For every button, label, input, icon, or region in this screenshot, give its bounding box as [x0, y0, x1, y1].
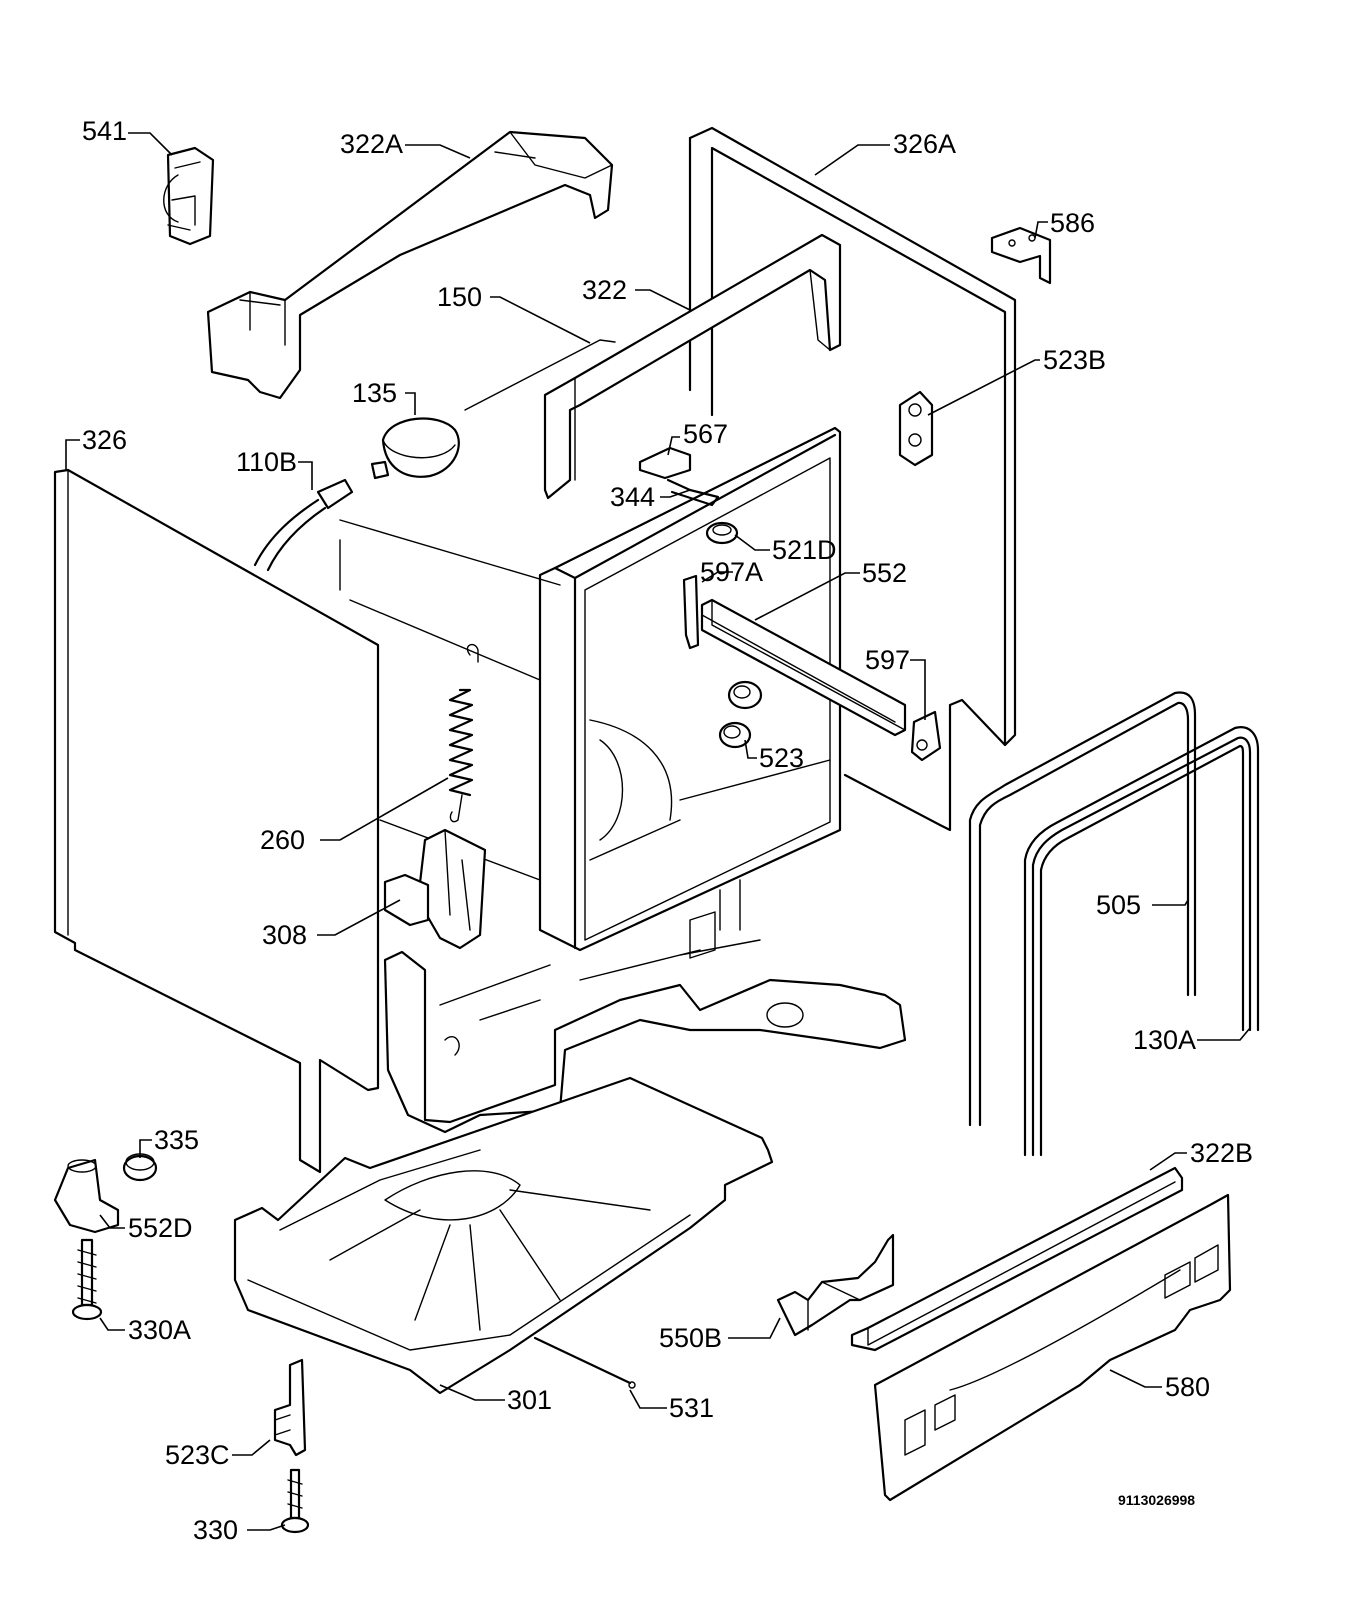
part-531-rod	[533, 1336, 636, 1389]
part-322b-rail	[850, 1166, 1184, 1352]
label-326: 326	[82, 425, 127, 455]
part-586-bracket	[990, 226, 1052, 285]
part-322a-top-rail	[206, 130, 614, 400]
label-322: 322	[582, 275, 627, 305]
part-135-float	[370, 417, 460, 480]
label-110b: 110B	[236, 447, 297, 477]
label-505: 505	[1096, 890, 1141, 920]
label-322a: 322A	[340, 129, 403, 159]
part-326-side-panel	[53, 468, 380, 1174]
part-308-hinge	[383, 828, 487, 950]
drawing-code: 9113026998	[1118, 1492, 1195, 1508]
label-550b: 550B	[659, 1323, 722, 1353]
label-301: 301	[507, 1385, 552, 1415]
label-135: 135	[352, 378, 397, 408]
label-130a: 130A	[1133, 1025, 1196, 1055]
label-330a: 330A	[128, 1315, 191, 1345]
part-597-cap	[910, 710, 942, 762]
label-344: 344	[610, 482, 655, 512]
part-301-base-tray	[233, 1076, 774, 1395]
part-330a-screw	[71, 1238, 103, 1321]
part-110b-hose	[253, 478, 354, 572]
part-550b-bracket	[776, 1233, 895, 1337]
part-541-clip	[163, 146, 215, 246]
label-521d: 521D	[772, 535, 837, 565]
part-322-frame	[543, 233, 842, 500]
part-597a-clip	[682, 574, 700, 650]
part-552-rail	[700, 598, 907, 737]
label-150: 150	[437, 282, 482, 312]
label-567: 567	[683, 419, 728, 449]
label-586: 586	[1050, 208, 1095, 238]
part-330-screw	[280, 1468, 310, 1534]
label-523: 523	[759, 743, 804, 773]
label-308: 308	[262, 920, 307, 950]
part-523b-grommet	[898, 390, 934, 467]
label-597a: 597A	[700, 557, 763, 587]
label-523b: 523B	[1043, 345, 1106, 375]
part-335-gear	[122, 1153, 158, 1182]
label-523c: 523C	[165, 1440, 230, 1470]
label-330: 330	[193, 1515, 238, 1545]
part-505-seal	[968, 691, 1197, 1127]
part-580-kickplate	[873, 1193, 1232, 1502]
label-335: 335	[154, 1125, 199, 1155]
label-541: 541	[82, 116, 127, 146]
label-580: 580	[1165, 1372, 1210, 1402]
part-base-frame	[383, 911, 907, 1134]
part-150-tub	[339, 339, 741, 931]
part-523-grommets	[718, 680, 763, 749]
label-322b: 322B	[1190, 1138, 1253, 1168]
part-326a-side-panel	[688, 126, 1017, 832]
label-597: 597	[865, 645, 910, 675]
part-523c-bracket	[273, 1358, 307, 1457]
part-260-spring	[448, 643, 479, 823]
label-552: 552	[862, 558, 907, 588]
part-521d-grommet	[705, 521, 739, 545]
label-531: 531	[669, 1393, 714, 1423]
label-326a: 326A	[893, 129, 956, 159]
part-labels: 541 322A 326A 586 150 322 523B 135 326 1…	[82, 116, 1253, 1545]
leader-lines	[65, 132, 1251, 1531]
part-130a-seal	[1023, 726, 1260, 1157]
label-260: 260	[260, 825, 305, 855]
label-552d: 552D	[128, 1213, 193, 1243]
part-door-frame	[538, 426, 842, 952]
part-552d-motor	[53, 1158, 120, 1234]
